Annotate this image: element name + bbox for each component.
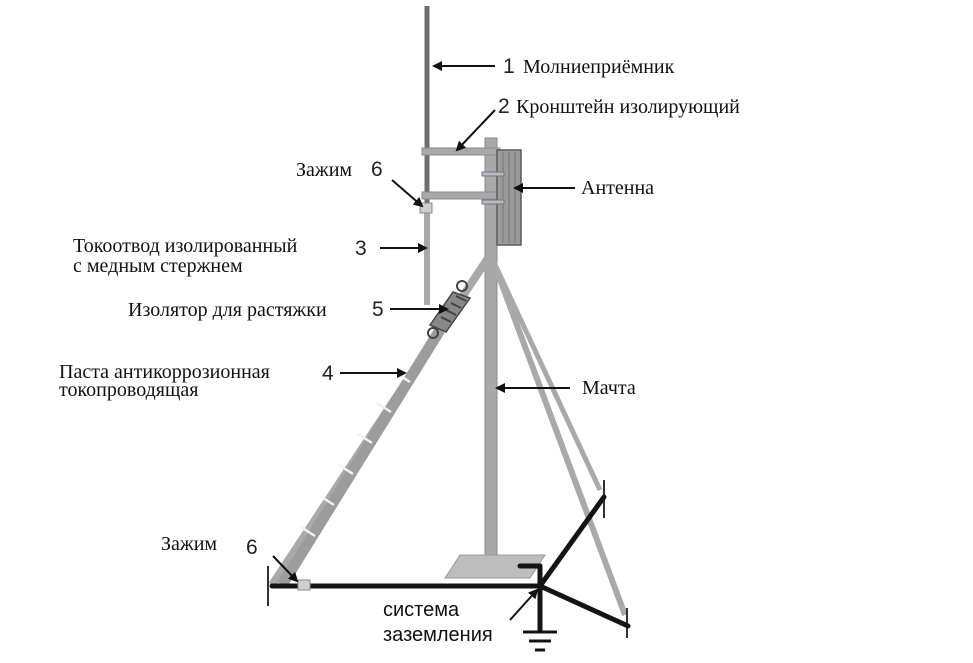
number-1: 1 (503, 55, 515, 78)
grounding-wires (269, 494, 631, 633)
arrow-bracket (455, 109, 496, 152)
mast-base-plate (444, 554, 546, 579)
label-lightning-rod: Молниеприёмник (523, 56, 675, 78)
guy-wire-right-inner (489, 256, 603, 492)
number-2: 2 (498, 95, 510, 118)
antenna (481, 149, 522, 246)
label-antenna: Антенна (581, 177, 654, 199)
bottom-clamp (297, 579, 311, 591)
label-bracket: Кронштейн изолирующий (516, 96, 740, 118)
guy-wire-right (489, 256, 628, 617)
number-5: 5 (372, 298, 384, 321)
arrow-grounding (509, 588, 539, 621)
label-clamp-bottom: Зажим (161, 533, 217, 555)
number-4: 4 (322, 362, 334, 385)
number-3: 3 (355, 237, 367, 260)
label-downconductor-line1: Токоотвод изолированный (73, 235, 298, 257)
bracket-upper-arm (421, 147, 501, 156)
label-mast: Мачта (582, 377, 636, 399)
label-clamp-top: Зажим (296, 159, 352, 181)
label-paste-line1: Паста антикоррозионная (59, 361, 270, 383)
arrow-clamp-top (391, 179, 424, 208)
label-grounding-line1: система (383, 599, 460, 621)
ground-symbol (523, 630, 557, 652)
arrow-clamp-bottom (272, 555, 299, 583)
bracket-lower-arm (421, 191, 501, 200)
label-paste-line2: токопроводящая (59, 379, 198, 401)
top-clamp (419, 202, 433, 214)
number-6-bottom: 6 (246, 536, 258, 559)
guy-insulator (427, 280, 472, 339)
label-grounding-line2: заземления (383, 624, 493, 646)
number-6-top: 6 (371, 158, 383, 181)
label-insulator: Изолятор для растяжки (128, 299, 327, 321)
label-downconductor-line2: с медным стержнем (73, 255, 243, 277)
down-conductor-along-guy (277, 327, 445, 588)
